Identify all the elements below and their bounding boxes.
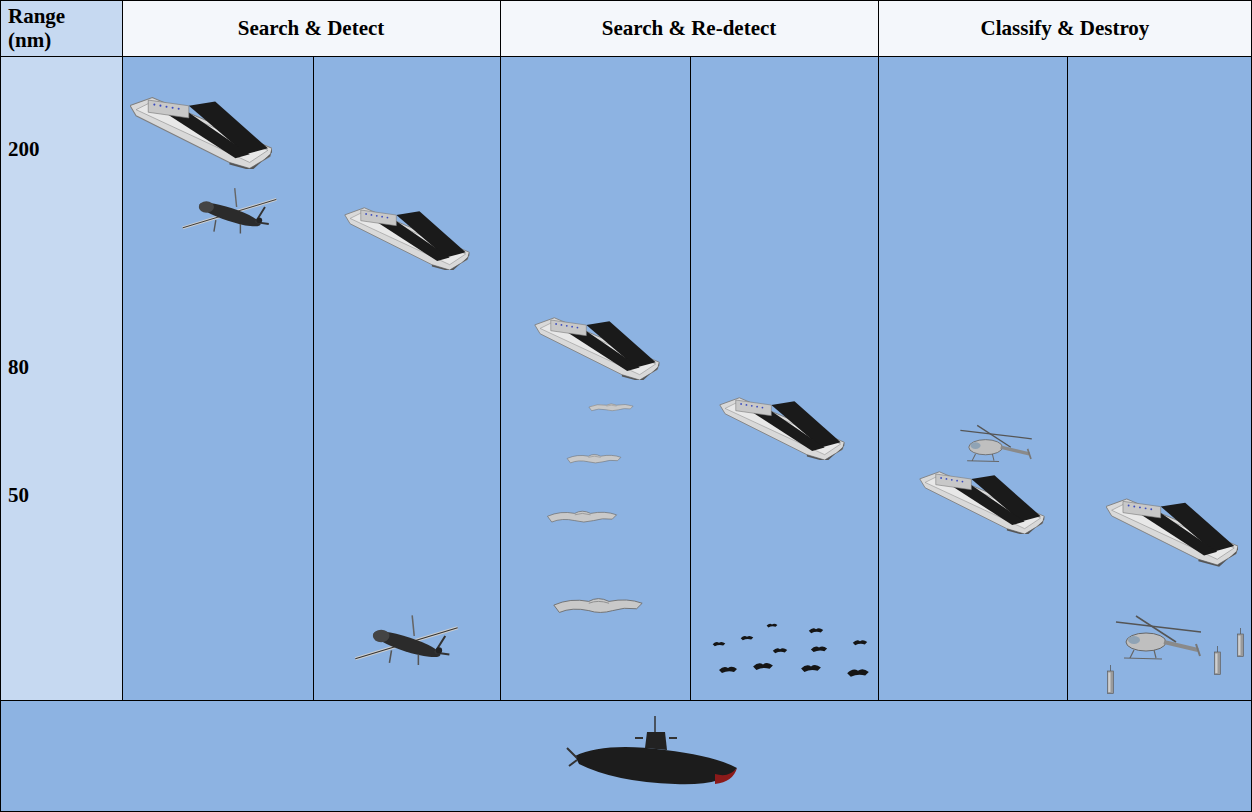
flying-wing-uav (554, 599, 642, 613)
range-value: 80 (8, 355, 108, 379)
range-column (0, 0, 122, 700)
uav-swarm (713, 624, 869, 677)
sonobuoy (1238, 628, 1244, 657)
column-header: Search & Detect (122, 16, 500, 40)
body-cells (122, 56, 1252, 700)
uav-drone (355, 615, 457, 665)
carrier (720, 398, 844, 462)
flying-wing-uav (589, 404, 633, 411)
column-header: Search & Re-detect (500, 16, 878, 40)
carrier (345, 208, 469, 272)
helicopter (960, 425, 1031, 461)
carrier (535, 318, 659, 382)
sea-row (0, 700, 1252, 812)
helicopter (1116, 616, 1201, 659)
carrier (1106, 499, 1238, 567)
range-value: 200 (8, 137, 108, 161)
carrier (130, 98, 272, 171)
column-header: Classify & Destroy (878, 16, 1252, 40)
sonobuoy (1108, 665, 1114, 694)
carrier (920, 472, 1044, 536)
sonobuoy (1215, 646, 1221, 675)
flying-wing-uav (567, 455, 621, 463)
column-header: Range (nm) (8, 4, 108, 52)
range-value: 50 (8, 483, 108, 507)
header-row (0, 0, 1252, 56)
flying-wing-uav (547, 511, 616, 522)
uav-drone (183, 188, 277, 233)
submarine (567, 716, 737, 784)
